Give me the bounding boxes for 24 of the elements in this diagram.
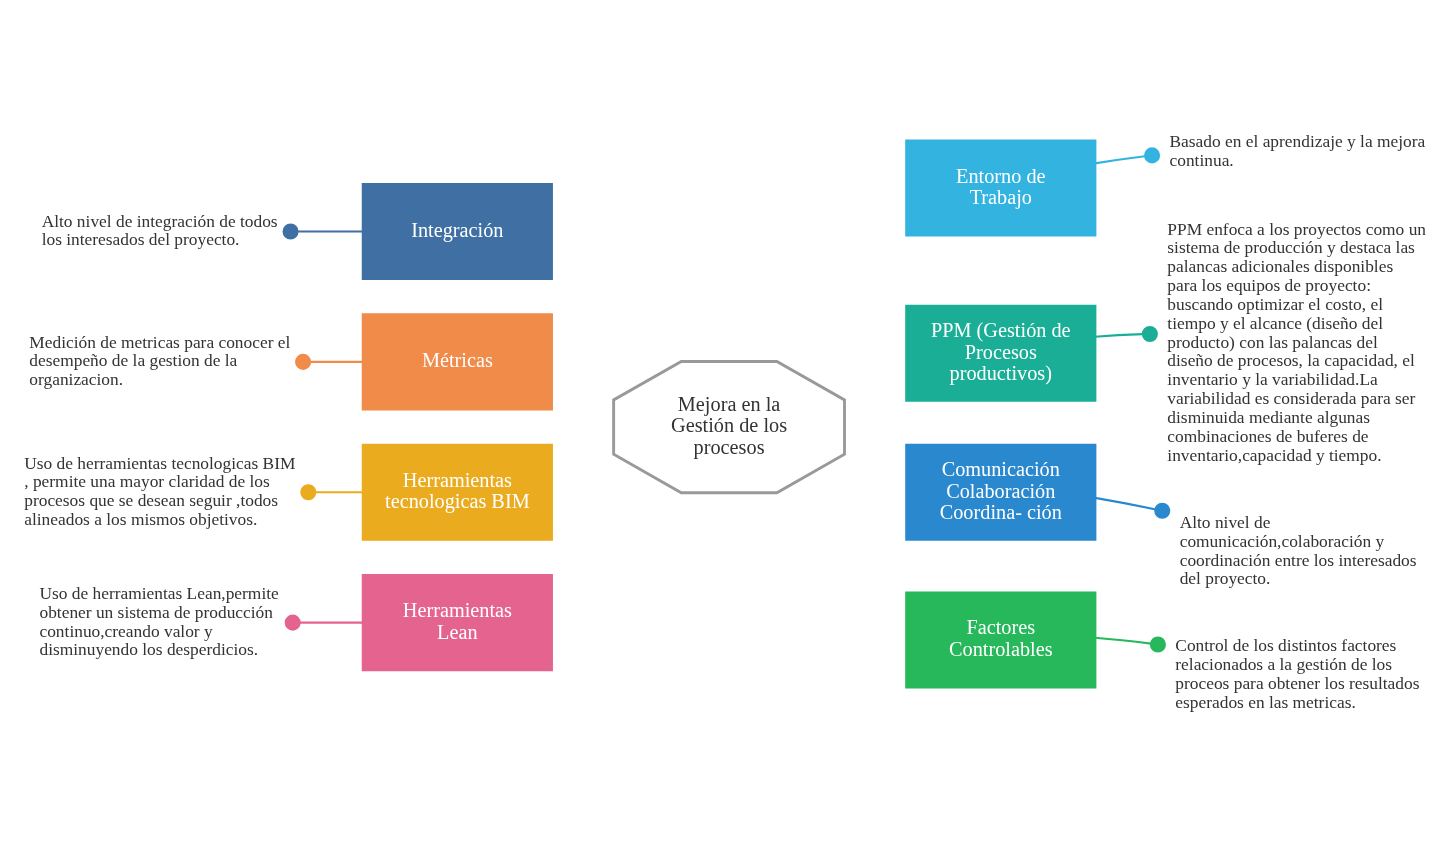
connector (295, 353, 363, 370)
node-box: Métricas (361, 312, 553, 410)
node-text: Medición de metricas para conocer el desempeño de la gestion de la organizacion. (29, 332, 291, 389)
connector (284, 614, 363, 631)
connector (1094, 496, 1171, 519)
node-text: Control de los distintos factores relacionados a la gestión de los proceos para obtener los resultados esperados en las metricas. (1175, 635, 1420, 711)
node-text: Uso de herramientas Lean,permite obtener un sistema de producción continuo,creando valor y disminuyendo los desperdicios. (39, 583, 279, 659)
node-box: Entorno de Trabajo (905, 139, 1097, 237)
node-box: Herramientas tecnologicas BIM (361, 443, 553, 541)
node-box: PPM (Gestión de Procesos productivos) (905, 304, 1097, 402)
connector (1094, 635, 1166, 652)
connector (282, 223, 364, 240)
node-text: Basado en el aprendizaje y la mejora continua. (1169, 131, 1426, 170)
node-text: PPM enfoca a los proyectos como un sistema de producción y destaca las palancas adicionales disponibles para los equipos de proyecto: buscando optimizar el costo, el tiempo y el alcance (diseño del producto) con las palancas del diseño de procesos, la capacidad, el inventario y la variabilidad.La variabilidad es considerada para ser disminuida mediante algunas combinaciones de buferes de inventario,capacidad y tiempo. (1167, 219, 1427, 465)
node-box: Integración (361, 182, 553, 280)
connector (1094, 146, 1161, 164)
connector (300, 483, 364, 500)
node-text: Alto nivel de integración de todos los interesados del proyecto. (41, 211, 278, 249)
node-text: Alto nivel de comunicación,colaboración y coordinación entre los interesados del proyecto. (1179, 512, 1417, 588)
node-box: Herramientas Lean (361, 573, 553, 671)
node-text: Uso de herramientas tecnologicas BIM , permite una mayor claridad de los procesos que se desean seguir ,todos alineados a los mismos objetivos. (24, 452, 296, 529)
node-box: Comunicación Colaboración Coordina- ción (905, 443, 1097, 541)
node-box: Factores Controlables (905, 590, 1097, 688)
connector (1094, 325, 1158, 342)
